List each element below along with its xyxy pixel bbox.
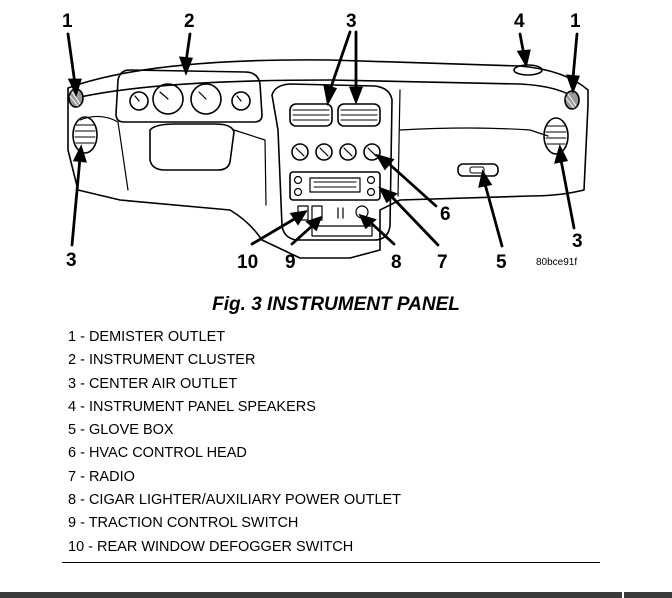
legend-item: 5 - GLOVE BOX (68, 422, 174, 439)
side-vent-left-shape (72, 116, 98, 154)
center-vent-right (337, 103, 381, 127)
leader-3-top-a (328, 30, 352, 92)
legend-item: 7 - RADIO (68, 468, 135, 485)
leader-3-right (559, 158, 576, 230)
hvac-knob-1 (291, 143, 309, 161)
steering-column (149, 123, 235, 171)
instrument-panel-diagram (66, 30, 589, 259)
demister-right-shape (564, 90, 580, 110)
callout-7-radio: 7 (437, 252, 448, 273)
callout-1-demister-left: 1 (62, 11, 73, 32)
page-footer-bar (0, 592, 672, 598)
footer-separator (622, 592, 624, 598)
legend-item: 10 - REAR WINDOW DEFOGGER SWITCH (68, 538, 354, 555)
radio-unit (289, 171, 381, 201)
leader-8 (368, 220, 396, 246)
callout-3-center-air: 3 (346, 11, 357, 32)
callout-3-side-vent-right: 3 (572, 231, 583, 252)
callout-4-speakers: 4 (514, 11, 525, 32)
leader-1-right (571, 32, 579, 80)
callout-8-lighter: 8 (391, 252, 402, 273)
legend-item: 3 - CENTER AIR OUTLET (68, 375, 238, 392)
leader-7 (388, 193, 440, 247)
callout-3-side-vent-left: 3 (66, 250, 77, 271)
callout-6-hvac: 6 (440, 204, 451, 225)
legend-divider (62, 562, 600, 563)
hvac-knob-3 (339, 143, 357, 161)
side-vent-right-shape (543, 117, 569, 155)
center-stack (271, 83, 393, 241)
gauge-large-right (190, 83, 222, 115)
gauge-small-left (129, 91, 149, 111)
leader-9 (290, 224, 314, 246)
figure-code: 80bce91f (536, 257, 578, 268)
dash-speaker (513, 64, 543, 76)
dashboard-top-edge (79, 79, 579, 101)
callout-9-traction: 9 (285, 252, 296, 273)
hvac-knob-2 (315, 143, 333, 161)
leader-3-left (70, 156, 82, 247)
gauge-small-right (231, 91, 251, 111)
leader-1-left (66, 32, 77, 86)
legend-item: 8 - CIGAR LIGHTER/AUXILIARY POWER OUTLET (68, 492, 402, 509)
legend-list: 1 - DEMISTER OUTLET 2 - INSTRUMENT CLUST… (68, 326, 401, 559)
figure-title: Fig. 3 INSTRUMENT PANEL (212, 294, 460, 315)
callout-1-demister-right: 1 (570, 11, 581, 32)
hvac-knob-4 (363, 143, 381, 161)
legend-item: 4 - INSTRUMENT PANEL SPEAKERS (68, 398, 316, 415)
legend-item: 2 - INSTRUMENT CLUSTER (68, 352, 256, 369)
callout-2-cluster: 2 (184, 11, 195, 32)
legend-item: 1 - DEMISTER OUTLET (68, 329, 226, 345)
legend-item: 6 - HVAC CONTROL HEAD (68, 445, 247, 462)
center-vent-left (289, 103, 333, 127)
leader-10 (250, 216, 298, 246)
legend-item: 9 - TRACTION CONTROL SWITCH (68, 515, 299, 532)
callout-5-glovebox: 5 (496, 252, 507, 273)
leader-5 (483, 182, 504, 248)
cluster-hood (115, 69, 263, 123)
glove-box-handle (457, 163, 499, 177)
callout-10-defogger: 10 (237, 252, 259, 273)
gauge-large-left (152, 83, 184, 115)
leader-6 (385, 160, 438, 208)
